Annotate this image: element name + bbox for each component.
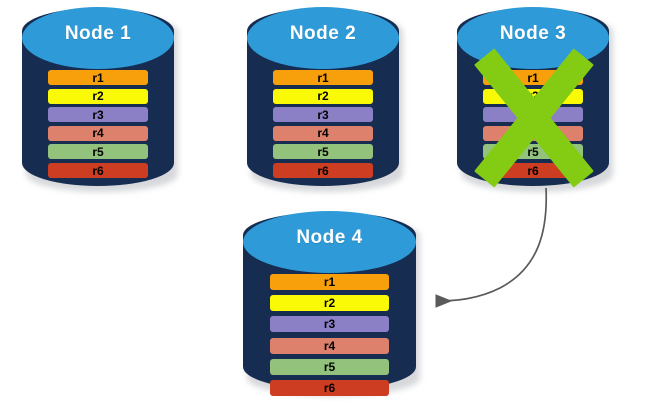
data-row-label: r1 [317,70,329,85]
data-row-label: r6 [323,381,336,395]
data-row-r6: r6 [48,163,148,178]
data-row-label: r3 [92,107,104,122]
data-row-label: r3 [323,317,336,332]
node-title-label: Node 3 [499,23,567,44]
node-cylinder-node1[interactable]: Node 1 r1 r2 r3 r4 r5 r6 [22,7,178,192]
data-row-r4: r4 [270,337,389,354]
data-row-r6: r6 [483,163,583,178]
data-row-label: r6 [527,163,539,178]
data-row-label: r1 [92,70,104,85]
data-row-label: r1 [527,70,539,85]
data-row-label: r5 [527,144,539,159]
data-row-label: r3 [317,107,329,122]
data-row-label: r4 [92,126,104,141]
node-cylinder-node3[interactable]: Node 3 r1 r2 r3 r4 r5 r6 [457,7,613,192]
data-row-r5: r5 [483,144,583,160]
data-row-label: r4 [323,338,336,353]
cylinder-top-ellipse [22,7,174,69]
data-row-label: r1 [323,275,336,289]
data-row-r1: r1 [48,70,148,85]
data-row-r2: r2 [270,295,389,312]
data-row-r4: r4 [483,125,583,141]
data-row-r2: r2 [273,88,373,104]
cylinder-top-ellipse [243,211,416,273]
data-row-r1: r1 [483,70,583,85]
cylinder-top-ellipse [247,7,399,69]
data-row-label: r6 [92,163,104,178]
data-row-label: r4 [317,126,329,141]
node-title-label: Node 2 [289,23,357,44]
data-row-label: r2 [317,89,329,104]
data-row-label: r4 [527,126,539,141]
data-row-r5: r5 [273,144,373,160]
data-row-r3: r3 [273,107,373,123]
data-row-r2: r2 [483,88,583,104]
data-row-r6: r6 [273,163,373,178]
data-row-label: r5 [92,144,104,159]
data-row-r4: r4 [48,125,148,141]
data-row-r4: r4 [273,125,373,141]
data-row-label: r5 [317,144,329,159]
arrow-path [435,187,548,308]
data-row-r2: r2 [48,88,148,104]
data-row-r3: r3 [483,107,583,123]
data-row-label: r3 [527,107,539,122]
data-row-r3: r3 [270,316,389,333]
node-title-label: Node 1 [64,23,132,44]
node-title-label: Node 4 [296,227,363,248]
data-row-label: r2 [92,89,104,104]
data-row-label: r2 [527,89,539,104]
node-cylinder-node2[interactable]: Node 2 r1 r2 r3 r4 r5 r6 [247,7,403,192]
data-row-label: r6 [317,163,329,178]
data-row-r3: r3 [48,107,148,123]
data-row-r5: r5 [48,144,148,160]
data-row-r1: r1 [270,274,389,290]
data-row-r1: r1 [273,70,373,85]
data-row-r5: r5 [270,358,389,375]
node-cylinder-node4[interactable]: Node 4 r1 r2 r3 r4 r5 r6 [243,211,420,396]
data-row-r6: r6 [270,380,389,396]
data-row-label: r2 [323,296,336,311]
data-row-label: r5 [323,359,336,374]
